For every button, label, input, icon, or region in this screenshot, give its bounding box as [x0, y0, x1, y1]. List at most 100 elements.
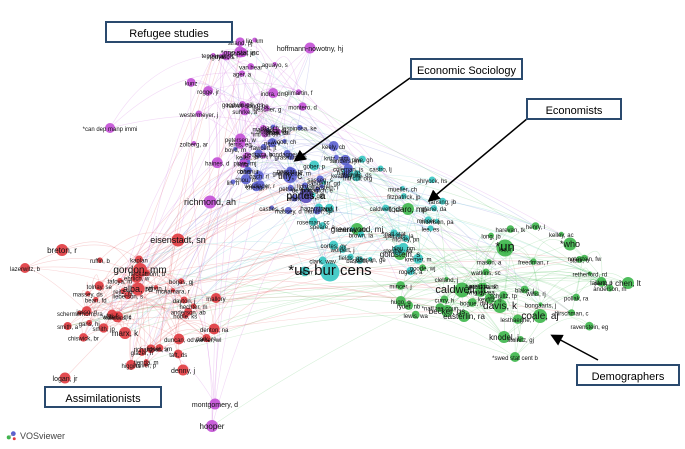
network-node[interactable] — [299, 266, 310, 277]
network-node[interactable] — [488, 232, 494, 239]
network-node[interactable] — [287, 184, 294, 192]
network-node[interactable] — [400, 193, 407, 199]
network-node[interactable] — [186, 77, 196, 87]
network-node[interactable] — [237, 47, 248, 58]
network-node[interactable] — [357, 231, 365, 238]
network-node[interactable] — [404, 300, 414, 311]
network-node[interactable] — [339, 154, 351, 166]
network-node[interactable] — [107, 309, 117, 320]
network-node[interactable] — [247, 63, 255, 70]
network-node[interactable] — [390, 229, 398, 237]
network-node[interactable] — [435, 303, 445, 313]
network-node[interactable] — [563, 237, 577, 251]
network-node[interactable] — [79, 333, 88, 342]
network-node[interactable] — [286, 166, 294, 174]
network-node[interactable] — [191, 141, 197, 146]
network-node[interactable] — [85, 291, 91, 297]
network-node[interactable] — [138, 348, 146, 356]
network-node[interactable] — [268, 87, 279, 99]
network-node[interactable] — [203, 195, 217, 209]
network-node[interactable] — [396, 281, 405, 290]
network-node[interactable] — [531, 222, 540, 231]
network-node[interactable] — [297, 124, 303, 131]
network-node[interactable] — [282, 138, 287, 144]
network-node[interactable] — [512, 314, 523, 324]
network-node[interactable] — [184, 307, 193, 316]
network-node[interactable] — [558, 231, 564, 237]
network-node[interactable] — [180, 296, 188, 304]
network-node[interactable] — [309, 160, 320, 171]
network-node[interactable] — [606, 284, 614, 292]
network-node[interactable] — [395, 232, 401, 238]
network-node[interactable] — [319, 184, 325, 189]
network-node[interactable] — [254, 170, 264, 181]
network-node[interactable] — [538, 302, 543, 307]
network-node[interactable] — [86, 319, 93, 326]
network-node[interactable] — [124, 291, 132, 300]
network-node[interactable] — [20, 263, 30, 273]
network-node[interactable] — [440, 295, 449, 304]
network-node[interactable] — [190, 303, 197, 310]
network-node[interactable] — [622, 277, 634, 289]
network-node[interactable] — [424, 216, 432, 224]
network-node[interactable] — [221, 50, 232, 61]
network-node[interactable] — [272, 61, 277, 67]
network-node[interactable] — [105, 123, 115, 133]
network-node[interactable] — [177, 364, 189, 376]
network-node[interactable] — [284, 207, 292, 215]
network-node[interactable] — [146, 344, 156, 354]
network-node[interactable] — [119, 327, 131, 339]
network-node[interactable] — [275, 129, 280, 134]
network-node[interactable] — [533, 290, 539, 296]
network-node[interactable] — [428, 176, 436, 184]
network-node[interactable] — [325, 203, 334, 213]
network-node[interactable] — [467, 298, 477, 307]
network-node[interactable] — [195, 110, 203, 118]
network-node[interactable] — [395, 295, 406, 307]
network-node[interactable] — [234, 138, 246, 149]
network-node[interactable] — [298, 102, 307, 111]
network-node[interactable] — [458, 310, 470, 322]
network-node[interactable] — [211, 52, 216, 58]
network-node[interactable] — [287, 153, 295, 161]
network-node[interactable] — [260, 143, 267, 151]
network-node[interactable] — [94, 281, 104, 291]
network-node[interactable] — [239, 159, 248, 168]
network-node[interactable] — [315, 186, 320, 192]
network-node[interactable] — [120, 288, 126, 294]
network-node[interactable] — [419, 264, 426, 272]
network-node[interactable] — [439, 197, 447, 205]
network-node[interactable] — [434, 218, 440, 224]
network-node[interactable] — [316, 175, 324, 183]
network-node[interactable] — [333, 154, 339, 160]
network-node[interactable] — [318, 222, 327, 230]
network-node[interactable] — [238, 70, 246, 77]
network-node[interactable] — [568, 309, 576, 317]
network-node[interactable] — [206, 420, 218, 432]
network-node[interactable] — [173, 349, 183, 359]
network-node[interactable] — [131, 282, 145, 296]
network-node[interactable] — [400, 185, 405, 191]
network-node[interactable] — [98, 323, 109, 333]
network-node[interactable] — [245, 102, 250, 108]
network-node[interactable] — [506, 225, 515, 233]
network-node[interactable] — [343, 163, 353, 174]
network-node[interactable] — [349, 226, 355, 232]
network-node[interactable] — [493, 299, 507, 313]
network-node[interactable] — [299, 189, 313, 203]
network-node[interactable] — [260, 129, 269, 138]
network-node[interactable] — [320, 262, 340, 282]
network-node[interactable] — [235, 37, 245, 47]
network-node[interactable] — [218, 53, 224, 59]
network-node[interactable] — [240, 174, 252, 185]
network-node[interactable] — [131, 272, 143, 283]
network-node[interactable] — [413, 253, 424, 264]
network-node[interactable] — [402, 234, 410, 242]
network-node[interactable] — [81, 306, 92, 317]
network-node[interactable] — [209, 398, 221, 410]
network-node[interactable] — [517, 336, 524, 343]
network-node[interactable] — [444, 276, 449, 281]
network-node[interactable] — [77, 310, 83, 316]
network-node[interactable] — [93, 296, 99, 302]
